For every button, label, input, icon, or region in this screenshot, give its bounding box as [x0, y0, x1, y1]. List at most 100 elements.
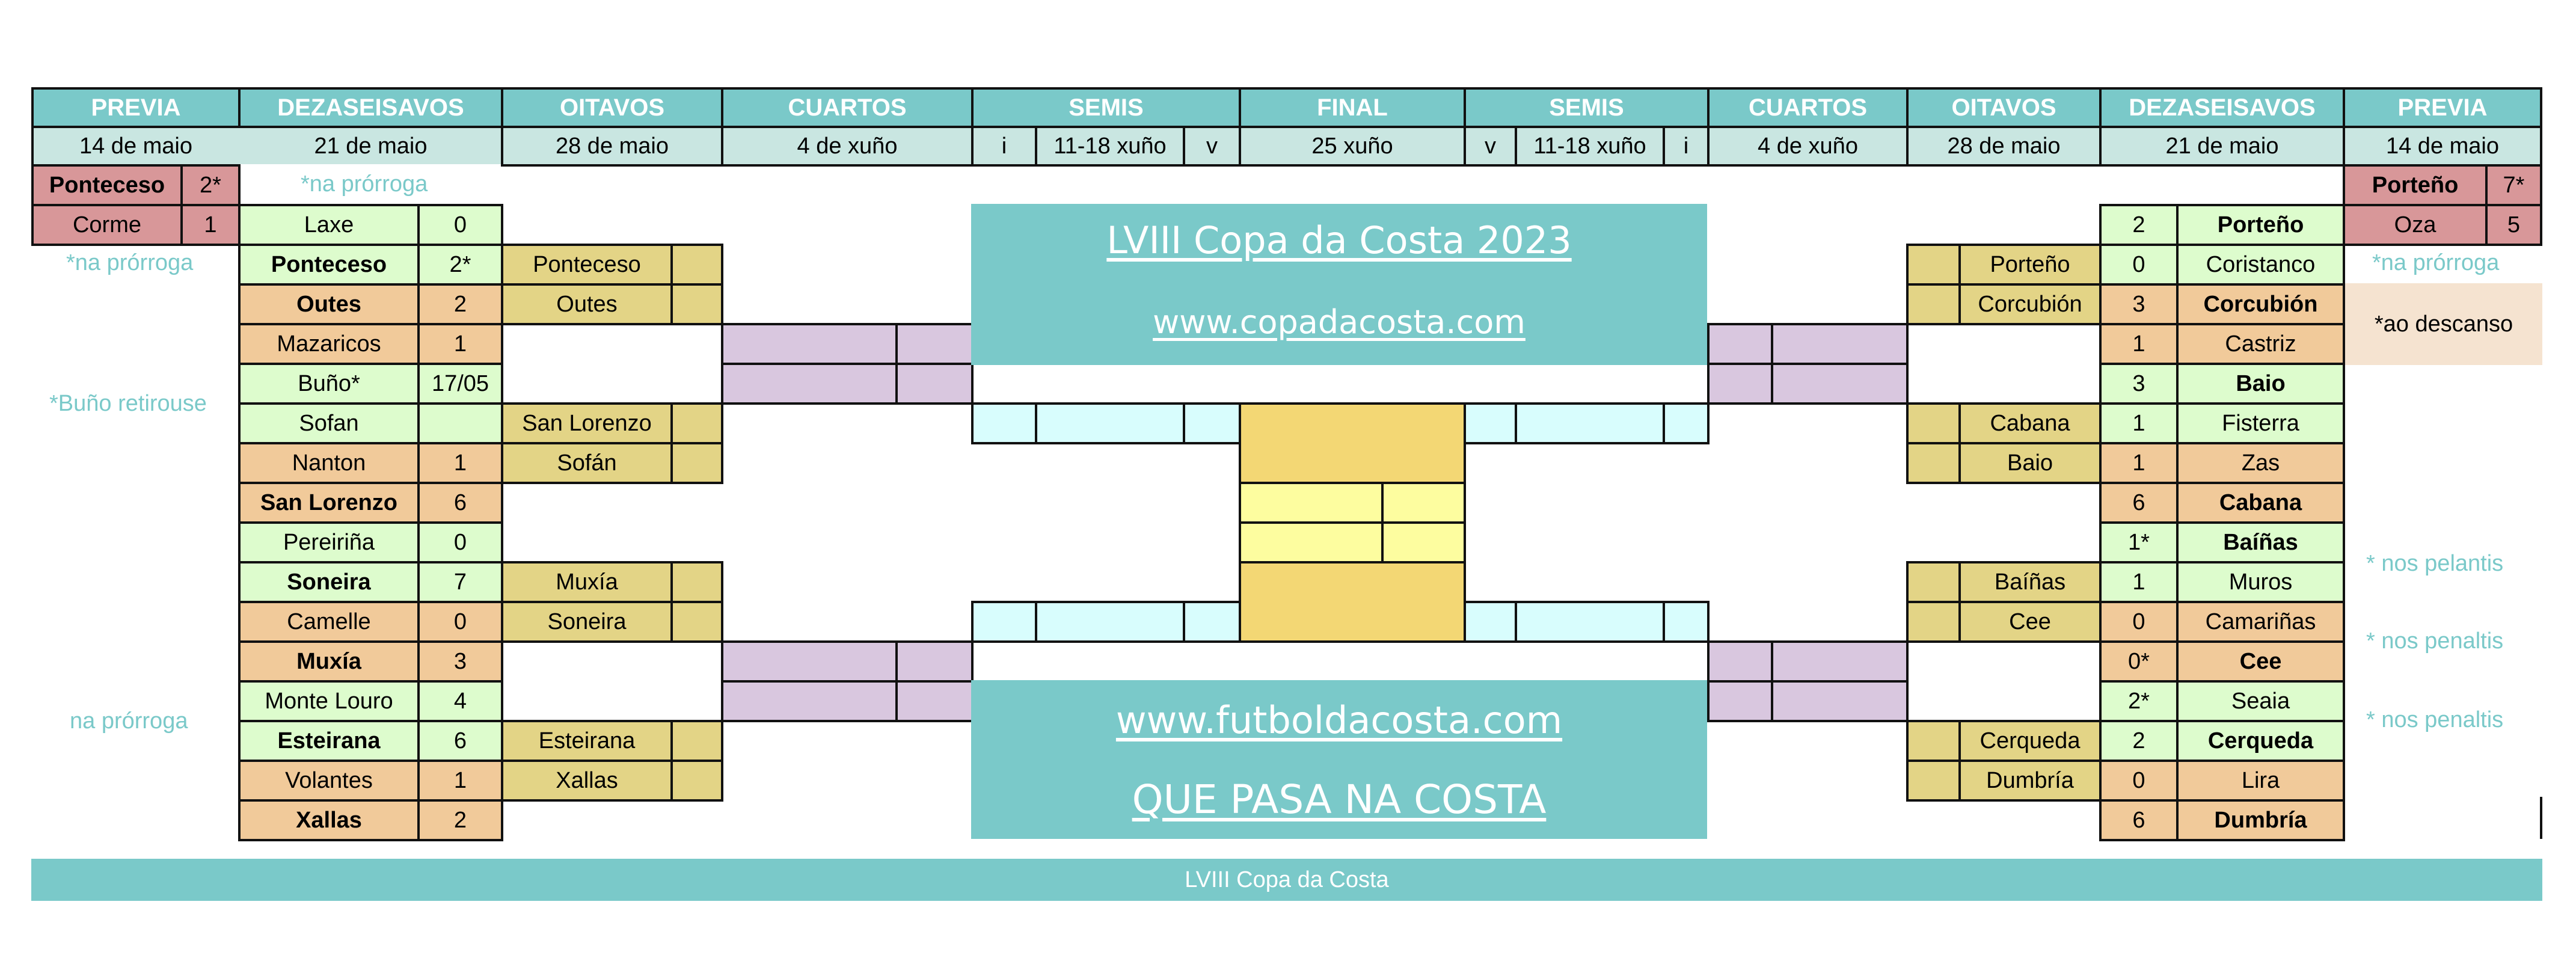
team-cell: San Lorenzo — [238, 482, 420, 524]
score-cell: 5 — [2485, 204, 2542, 246]
score-cell: 2* — [2099, 680, 2179, 722]
final-score-cell — [1381, 521, 1466, 563]
banner-bottom: www.futboldacosta.com QUE PASA NA COSTA — [971, 680, 1707, 839]
team-cell: Corcubión — [1958, 283, 2102, 325]
team-cell: Cerqueda — [2176, 720, 2345, 762]
score-cell: 3 — [2099, 283, 2179, 325]
team-cell: Camariñas — [2176, 601, 2345, 643]
score-cell: 7* — [2485, 164, 2542, 206]
team-cell — [721, 363, 898, 405]
team-cell — [1515, 402, 1665, 444]
date-semis-right-i: i — [1663, 126, 1710, 167]
score-cell: 0 — [2099, 244, 2179, 286]
score-cell: 1 — [2099, 323, 2179, 365]
score-cell — [1906, 283, 1961, 325]
team-cell: Sofan — [238, 402, 420, 444]
score-cell — [670, 244, 723, 286]
team-cell: Cabana — [2176, 482, 2345, 524]
score-cell — [1707, 323, 1773, 365]
header-cuartos-left: CUARTOS — [721, 87, 974, 128]
score-cell — [1183, 402, 1241, 444]
team-cell: San Lorenzo — [501, 402, 673, 444]
score-cell — [1663, 402, 1710, 444]
team-cell: Outes — [501, 283, 673, 325]
team-cell: Esteirana — [501, 720, 673, 762]
date-previa-right: 14 de maio — [2343, 126, 2542, 167]
team-cell: Fisterra — [2176, 402, 2345, 444]
score-cell — [1707, 680, 1773, 722]
footer-bar: LVIII Copa da Costa — [31, 859, 2542, 901]
score-cell — [1183, 601, 1241, 643]
score-cell: 1 — [417, 760, 503, 802]
date-cuartos-right: 4 de xuño — [1707, 126, 1909, 167]
score-cell: 1 — [180, 204, 241, 246]
score-cell: 0 — [2099, 601, 2179, 643]
team-cell — [1771, 680, 1909, 722]
team-cell: Muxía — [501, 561, 673, 603]
team-cell — [721, 680, 898, 722]
score-cell — [1464, 601, 1517, 643]
team-cell: Volantes — [238, 760, 420, 802]
team-cell: Cee — [2176, 640, 2345, 683]
team-cell: Sofán — [501, 442, 673, 484]
score-cell: 6 — [2099, 799, 2179, 841]
team-cell — [721, 640, 898, 683]
banner-top: LVIII Copa da Costa 2023 www.copadacosta… — [971, 204, 1707, 365]
team-cell: Coristanco — [2176, 244, 2345, 286]
score-cell: 0 — [417, 204, 503, 246]
final-team-top — [1239, 402, 1466, 484]
score-cell: 2 — [2099, 204, 2179, 246]
score-cell — [670, 601, 723, 643]
score-cell — [670, 402, 723, 444]
score-cell — [1906, 244, 1961, 286]
score-cell: 2 — [417, 283, 503, 325]
team-cell: Dumbría — [1958, 760, 2102, 802]
header-final: FINAL — [1239, 87, 1466, 128]
team-cell: Muros — [2176, 561, 2345, 603]
score-cell: 1 — [417, 442, 503, 484]
score-cell — [895, 640, 974, 683]
score-cell — [1707, 363, 1773, 405]
team-cell: Camelle — [238, 601, 420, 643]
score-cell: 0 — [417, 601, 503, 643]
score-cell: 6 — [417, 482, 503, 524]
date-previa-left: 14 de maio — [31, 126, 241, 167]
date-dezaseisavos-right: 21 de maio — [2099, 126, 2345, 167]
banner-url-copadacosta[interactable]: www.copadacosta.com — [1153, 303, 1526, 341]
score-cell — [1906, 720, 1961, 762]
score-cell — [670, 283, 723, 325]
score-cell: 17/05 — [417, 363, 503, 405]
score-cell: 1 — [2099, 402, 2179, 444]
team-cell: Esteirana — [238, 720, 420, 762]
team-cell — [1035, 601, 1185, 643]
team-cell: Cee — [1958, 601, 2102, 643]
date-semis-left-v: v — [1183, 126, 1241, 167]
team-cell: Ponteceso — [238, 244, 420, 286]
date-semis-right-v: v — [1464, 126, 1517, 167]
score-cell — [417, 402, 503, 444]
banner-url-futboldacosta[interactable]: www.futboldacosta.com — [1115, 698, 1563, 742]
score-cell — [895, 680, 974, 722]
date-semis-right: 11-18 xuño — [1515, 126, 1665, 167]
team-cell — [1771, 640, 1909, 683]
team-cell — [1771, 323, 1909, 365]
team-cell: Laxe — [238, 204, 420, 246]
banner-que-pasa[interactable]: QUE PASA NA COSTA — [1132, 776, 1547, 823]
note-penaltis-1: * nos penaltis — [2366, 628, 2504, 654]
score-cell: 1 — [2099, 561, 2179, 603]
team-cell: Soneira — [501, 601, 673, 643]
stray-border-line — [2540, 797, 2542, 839]
team-cell: Monte Louro — [238, 680, 420, 722]
score-cell: 6 — [2099, 482, 2179, 524]
team-cell: Ponteceso — [31, 164, 183, 206]
score-cell — [1906, 601, 1961, 643]
date-oitavos-left: 28 de maio — [501, 126, 723, 167]
score-cell — [1663, 601, 1710, 643]
team-cell: Corme — [31, 204, 183, 246]
team-cell: Corcubión — [2176, 283, 2345, 325]
team-cell: Soneira — [238, 561, 420, 603]
team-cell: Porteño — [2176, 204, 2345, 246]
final-score-cell — [1239, 482, 1384, 524]
score-cell: 4 — [417, 680, 503, 722]
score-cell: 0* — [2099, 640, 2179, 683]
